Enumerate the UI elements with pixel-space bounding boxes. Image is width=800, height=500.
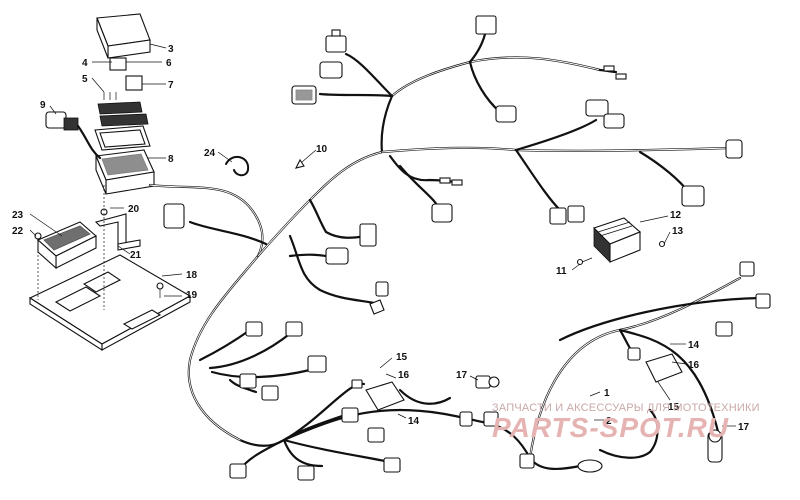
callout-15-right: 15 xyxy=(668,402,680,413)
bracket-16-left xyxy=(365,381,405,411)
connector-left-mid-a xyxy=(359,223,377,247)
callout-23: 23 xyxy=(12,210,24,221)
bolt-11 xyxy=(576,257,593,266)
callout-15-left: 15 xyxy=(396,352,408,363)
relay-large xyxy=(125,75,143,91)
switch-17-left xyxy=(475,375,500,389)
voltage-regulator-left xyxy=(36,221,97,270)
connector-left-mid-c xyxy=(369,281,389,315)
connector-mid-bottom xyxy=(431,203,453,223)
watermark-caption: ЗАПЧАСТИ И АКСЕССУАРЫ ДЛЯ МОТОТЕХНИКИ xyxy=(492,402,760,414)
callout-2: 2 xyxy=(606,416,612,427)
bracket-16-right xyxy=(645,353,683,383)
fuse-block xyxy=(95,149,155,195)
callout-17-left: 17 xyxy=(456,370,468,381)
connector-top-left-3 xyxy=(319,61,343,79)
screw-22 xyxy=(34,232,42,300)
callout-18: 18 xyxy=(186,270,198,281)
callout-7: 7 xyxy=(168,80,174,91)
connector-mid-right xyxy=(585,99,625,129)
fuse-strip xyxy=(97,92,149,127)
fuse-box-cover xyxy=(96,13,151,59)
callout-labels: 3 4 6 5 7 9 8 24 10 20 23 22 21 18 19 12… xyxy=(12,44,750,433)
screw-18 xyxy=(156,282,164,298)
connector-right-end xyxy=(725,139,743,159)
connector-9 xyxy=(45,111,79,131)
callout-8: 8 xyxy=(168,154,174,165)
callout-13: 13 xyxy=(672,226,684,237)
callout-16-right: 16 xyxy=(688,360,700,371)
relay-small xyxy=(109,57,127,71)
callout-4: 4 xyxy=(82,58,88,69)
callout-14-left: 14 xyxy=(408,416,420,427)
connector-right-lower xyxy=(681,185,705,207)
callout-1: 1 xyxy=(604,388,610,399)
callout-11: 11 xyxy=(556,266,567,277)
callout-17-right: 17 xyxy=(738,422,750,433)
screw-20 xyxy=(100,185,108,310)
switch-17-right xyxy=(707,429,723,463)
terminals-mid xyxy=(439,177,463,186)
callout-20: 20 xyxy=(128,204,140,215)
connector-lower-left-set xyxy=(229,321,401,481)
connector-top-center xyxy=(475,15,497,35)
connector-bottom-center xyxy=(519,453,603,473)
callout-16-left: 16 xyxy=(398,370,410,381)
callout-9: 9 xyxy=(40,100,46,111)
connector-left-mid-b xyxy=(325,247,349,265)
connector-left-upper xyxy=(163,203,185,229)
watermark-logo: PARTS-SPOT.RU xyxy=(492,412,730,443)
connector-pair-center xyxy=(549,205,585,225)
cable-tie-10 xyxy=(294,158,305,169)
callout-22: 22 xyxy=(12,226,24,237)
callout-12: 12 xyxy=(670,210,682,221)
nut-13 xyxy=(658,240,666,248)
callout-14-right: 14 xyxy=(688,340,700,351)
connector-mid-top xyxy=(495,105,517,123)
callout-3: 3 xyxy=(168,44,174,55)
connector-right-set xyxy=(627,261,771,361)
callout-10: 10 xyxy=(316,144,328,155)
callout-21: 21 xyxy=(130,250,142,261)
mounting-plate xyxy=(28,254,192,352)
callout-5: 5 xyxy=(82,74,88,85)
bracket-21 xyxy=(94,213,141,251)
callout-24: 24 xyxy=(204,148,216,159)
leader-lines xyxy=(29,43,736,427)
connector-top-left-2 xyxy=(291,85,317,105)
connector-top-left-1 xyxy=(325,29,347,53)
wire-clip-24 xyxy=(225,155,250,177)
callout-19: 19 xyxy=(186,290,198,301)
fuse-block-gasket xyxy=(94,125,151,151)
callout-6: 6 xyxy=(166,58,172,69)
regulator-12 xyxy=(592,217,642,263)
terminals-top-right xyxy=(603,65,627,80)
watermark: ЗАПЧАСТИ И АКСЕССУАРЫ ДЛЯ МОТОТЕХНИКИ PA… xyxy=(492,402,792,444)
connector-17-left-lower xyxy=(459,411,499,427)
